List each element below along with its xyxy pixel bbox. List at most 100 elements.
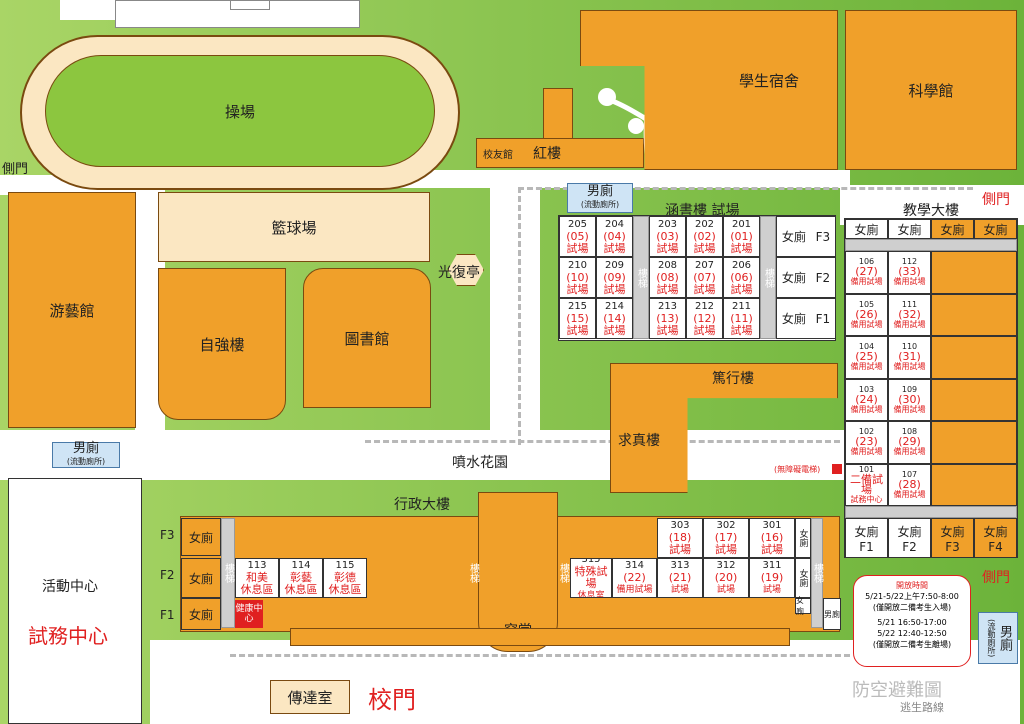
exam-sub: 備用試場 [893,319,926,329]
exam-label: 試場 [603,323,626,337]
room-number: 303 [670,520,690,531]
room-number: 112 [901,257,918,267]
exam-room: 207(07)試場 [686,257,723,298]
rest-label: 休息區 [240,583,274,596]
women-label: 女廁 [781,271,806,285]
women-label: 女廁 [797,569,808,587]
exam-room: 112(33)備用試場 [888,251,931,294]
exam-number: (15) [566,311,589,325]
room-number: 302 [716,520,736,531]
admin-title: 行政大樓 [394,497,450,513]
room-number: 313 [670,560,690,571]
exam-room: 203(03)試場 [649,216,686,257]
health-center: 健康中心 [235,600,263,628]
side-gate-right1: 側門 [982,192,1010,208]
floor-label: F2 [160,568,175,582]
exam-number: (26) [855,307,878,321]
hours-title: 開放時間 [896,581,928,590]
men-label: 男廁 [997,625,1012,651]
exam-label: 休息室 [577,591,605,598]
basketball-label: 籃球場 [271,218,317,237]
exam-number: (03) [656,229,679,243]
exam-room: 214(14)試場 [596,298,633,339]
rest-label: 休息區 [284,583,318,596]
playground-field: 操場 [45,55,435,167]
exam-center-label: 試務中心 [28,624,108,648]
exam-room: 210(10)試場 [559,257,596,298]
teaching-title: 教學大樓 [903,203,959,219]
exam-sub: 備用試場 [850,447,883,457]
women-label: 女廁 [897,524,922,539]
exam-number: (13) [656,311,679,325]
exam-label: 試場 [670,585,689,595]
exam-room: 314(22)備用試場 [612,558,657,598]
hours-box: 開放時間 5/21-5/22上午7:50-8:00 (僅開放二備考生入場) 5/… [853,575,971,667]
guangfu-label: 光復亭 [438,265,480,281]
admin-passage-tower [478,492,558,652]
restroom-women: 女廁 [181,598,221,630]
exam-room: 108(29)備用試場 [888,421,931,464]
exam-label: 試場 [656,323,679,337]
room-number: 114 [291,560,311,571]
exam-label: 試場 [566,282,589,296]
classroom [931,293,1017,336]
exam-number: (07) [693,270,716,284]
room-number: 211 [731,300,752,312]
exam-room: 201(01)試場 [723,216,760,257]
room-number: 210 [567,259,588,271]
room-number: 107 [901,469,918,479]
exam-number: (09) [603,270,626,284]
accessible-lift-marker [832,464,842,474]
classroom [931,336,1017,379]
health-label: 健康中心 [235,604,263,624]
stairs-label: 樓梯 [762,267,774,288]
guangfu-pavilion [448,254,484,286]
room-number: 205 [567,218,588,230]
exam-number: (14) [603,311,626,325]
rest-school: 彰藝 [290,571,312,584]
exam-label: 試場 [566,323,589,337]
exam-room: 103(24)備用試場 [845,378,888,421]
exam-number: (01) [730,229,753,243]
fountain-label: 噴水花園 [452,455,508,471]
honglou-building: 校友館 紅樓 [476,138,644,168]
restroom-women: 女廁 [845,219,888,239]
restroom-women: 女廁 [795,518,811,558]
activity-center [8,478,142,724]
hours-line2: (僅開放二備考生入場) [872,603,952,612]
mobile-label: (流動廁所) [66,457,106,466]
restroom-women: 女廁 [974,219,1017,239]
exam-room: 205(05)試場 [559,216,596,257]
men-label: 男廁 [72,441,99,456]
exam-number: (21) [668,571,692,584]
floor-label: F2 [902,539,917,554]
room-number: 115 [335,560,355,571]
exam-number: (20) [714,571,738,584]
exam-number: (16) [760,531,784,544]
room-number: 110 [901,342,918,352]
stairs-label: 樓梯 [635,267,647,288]
stairs: 樓梯 [466,518,480,628]
ziqiang-building: 自強樓 [158,268,286,420]
women-label: 女廁 [854,524,879,539]
room-number: 201 [731,218,752,230]
exam-sub: 備用試場 [893,362,926,372]
alumni-label: 校友館 [483,149,513,161]
exam-label: 試場 [656,282,679,296]
exam-label: 試場 [656,241,679,255]
exam-room: 211(11)試場 [723,298,760,339]
exam-room: 111(32)備用試場 [888,293,931,336]
exam-number: (11) [730,311,753,325]
men-label: 男廁 [586,184,613,199]
escape-route-left-v [518,187,521,445]
exam-room: 301(16)試場 [749,518,795,558]
library-label: 圖書館 [344,329,390,348]
exam-room: 209(09)試場 [596,257,633,298]
room-number: 102 [858,427,875,437]
rest-school: 和美 [246,571,268,584]
